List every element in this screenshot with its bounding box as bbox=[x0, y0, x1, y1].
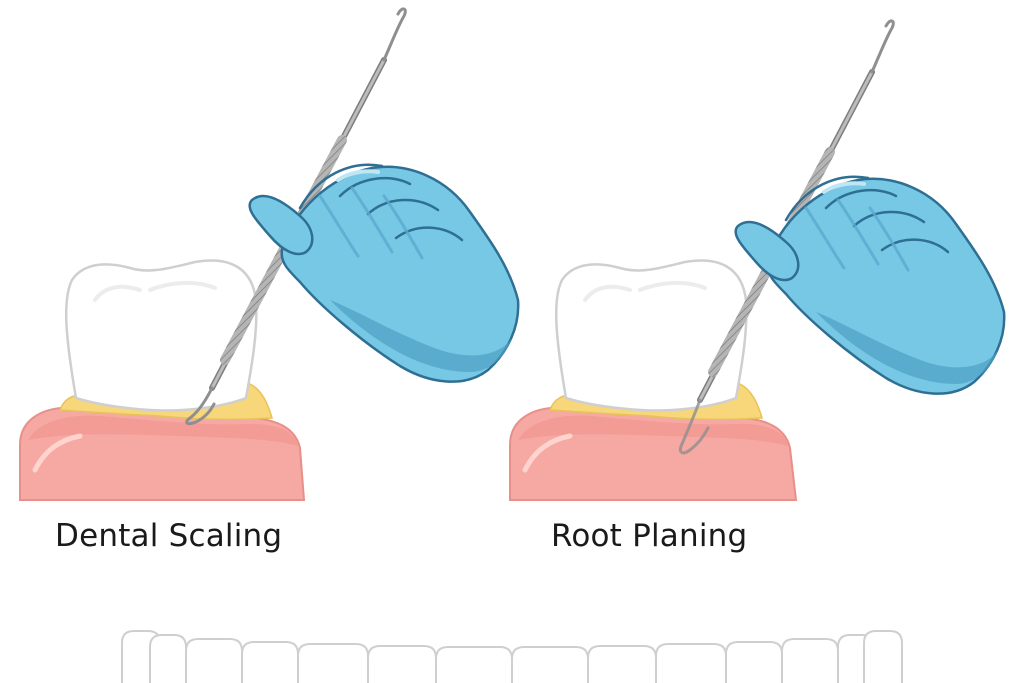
lower-tooth bbox=[725, 641, 783, 683]
glove-palm-left bbox=[280, 165, 520, 383]
lower-tooth bbox=[863, 630, 903, 683]
glove-thumb-right bbox=[734, 220, 800, 282]
scaling-panel bbox=[19, 7, 520, 501]
teeth-row bbox=[121, 630, 903, 683]
root-planing-label: Root Planing bbox=[551, 518, 748, 554]
glove-palm-right bbox=[766, 177, 1006, 395]
planing-panel bbox=[509, 19, 1006, 501]
lower-tooth bbox=[655, 643, 727, 683]
lower-tooth bbox=[149, 634, 187, 683]
lower-tooth bbox=[511, 646, 589, 683]
gloved-hand-right bbox=[734, 175, 1006, 395]
lower-tooth bbox=[435, 646, 513, 683]
lower-tooth bbox=[241, 641, 299, 683]
gloved-hand-left bbox=[248, 163, 520, 383]
lower-tooth bbox=[587, 645, 657, 683]
glove-thumb-left bbox=[248, 194, 314, 256]
lower-tooth bbox=[297, 643, 369, 683]
gum-shadow-right bbox=[518, 415, 788, 446]
lower-tooth bbox=[781, 638, 839, 683]
lower-tooth bbox=[185, 638, 243, 683]
dental-scaling-label: Dental Scaling bbox=[55, 518, 283, 554]
tooth-right bbox=[554, 259, 748, 412]
tooth-left bbox=[64, 259, 258, 412]
gum-shadow-left bbox=[28, 415, 298, 446]
lower-tooth bbox=[367, 645, 437, 683]
